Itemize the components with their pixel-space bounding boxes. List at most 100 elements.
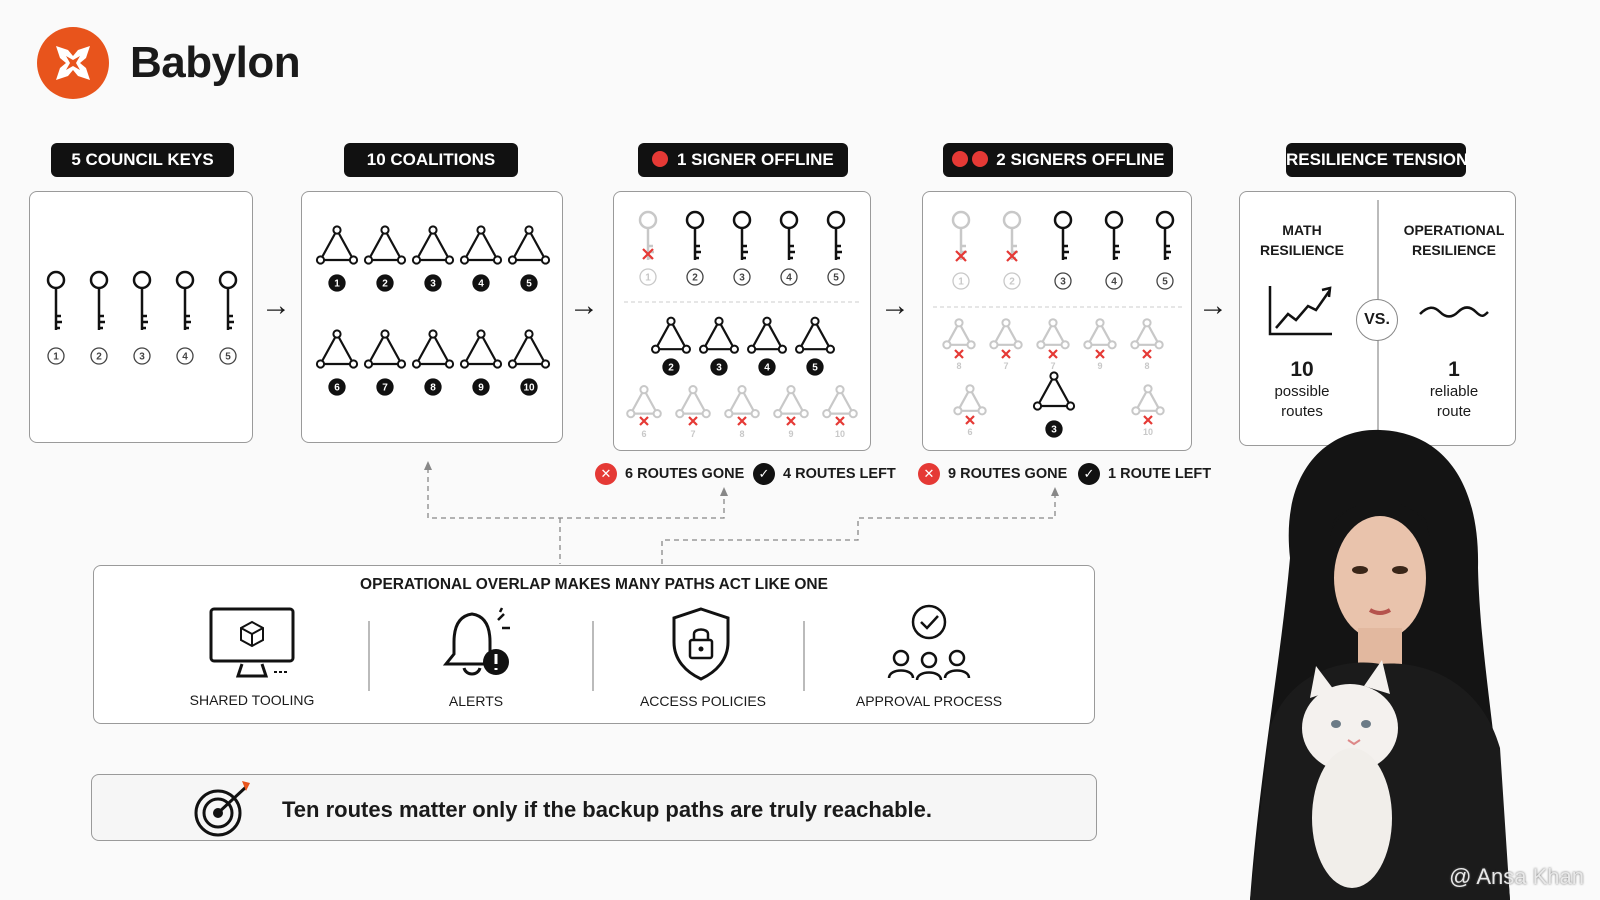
lost-coalition-icon <box>724 385 760 419</box>
coalition-number: 5 <box>526 279 532 290</box>
lost-coalition-number: 7 <box>1050 361 1055 371</box>
overlap-label-approval-process: APPROVAL PROCESS <box>855 693 1003 709</box>
target-arrow-icon <box>194 781 250 837</box>
key-number: 4 <box>786 273 792 284</box>
coalition-icon <box>699 316 740 354</box>
key-number: 4 <box>1111 277 1117 288</box>
step-pill-resilience: RESILIENCE TENSION <box>1286 143 1468 177</box>
key-icon <box>1104 210 1124 260</box>
lost-coalition-icon <box>1036 318 1070 350</box>
coalition-number-circle <box>328 274 346 292</box>
coalition-icon <box>315 329 359 369</box>
key-number-circle <box>1156 272 1174 290</box>
lost-x-icon <box>688 416 698 426</box>
key-number-circle <box>639 268 657 286</box>
step-label: 10 COALITIONS <box>366 150 496 169</box>
lost-x-icon <box>1001 349 1011 359</box>
lost-x-icon <box>835 416 845 426</box>
lost-coalition-number: 7 <box>1003 361 1008 371</box>
operational-resilience-value: 1 <box>1448 358 1460 381</box>
math-resilience-value: 10 <box>1290 358 1314 381</box>
offline-x-icon <box>642 248 654 260</box>
key-icon <box>175 270 195 330</box>
surviving-coalition-icon <box>1032 371 1076 411</box>
flow-arrow-icon: → <box>1198 289 1228 322</box>
takeaway-text: Ten routes matter only if the backup pat… <box>282 797 932 822</box>
lost-coalition-number: 8 <box>956 361 961 371</box>
babylon-logo-icon <box>37 27 109 99</box>
coalition-number-circle <box>472 274 490 292</box>
key-number: 2 <box>692 273 698 284</box>
coalition-number-circle <box>424 378 442 396</box>
offline-dot-icon <box>652 151 669 167</box>
lost-coalition-icon <box>773 385 809 419</box>
flow-arrow-icon: → <box>569 289 599 322</box>
lost-coalition-number: 6 <box>641 429 646 439</box>
coalition-icon <box>411 329 455 369</box>
lost-x-icon <box>1048 349 1058 359</box>
coalition-number: 3 <box>430 279 436 290</box>
key-number-circle <box>686 268 704 286</box>
overlap-label-shared-tooling: SHARED TOOLING <box>189 692 315 708</box>
coalition-icon <box>315 225 359 265</box>
status-text: 6 ROUTES GONE <box>625 466 745 482</box>
key-number: 2 <box>1009 277 1015 288</box>
x-circle-icon: ✕ <box>595 463 617 486</box>
lost-coalition-number: 10 <box>1143 427 1153 437</box>
coalition-number-circle <box>520 378 538 396</box>
x-circle-icon: ✕ <box>918 463 940 486</box>
key-number-circle <box>176 347 194 365</box>
status-text: 1 ROUTE LEFT <box>1108 466 1212 482</box>
coalition-number-circle <box>758 358 776 376</box>
shield-lock-icon <box>672 607 730 681</box>
lost-x-icon <box>639 416 649 426</box>
flow-arrow-icon: → <box>261 289 291 322</box>
coalition-icon <box>507 329 551 369</box>
lost-x-icon <box>954 349 964 359</box>
status-text: 9 ROUTES GONE <box>948 466 1068 482</box>
key-number-circle <box>733 268 751 286</box>
key-number-circle <box>133 347 151 365</box>
operational-overlap-panel: OPERATIONAL OVERLAP MAKES MANY PATHS ACT… <box>93 565 1095 724</box>
takeaway-banner: Ten routes matter only if the backup pat… <box>91 774 1097 841</box>
coalition-icon <box>507 225 551 265</box>
coalition-number: 6 <box>334 383 340 394</box>
lost-x-icon <box>1142 349 1152 359</box>
lost-x-icon <box>786 416 796 426</box>
overlap-title: OPERATIONAL OVERLAP MAKES MANY PATHS ACT… <box>360 576 828 593</box>
key-number: 3 <box>739 273 745 284</box>
key-number: 5 <box>225 352 231 363</box>
overlap-label-alerts: ALERTS <box>448 693 504 709</box>
offline-dot-icon <box>971 151 988 167</box>
key-number-circle <box>952 272 970 290</box>
step-pill-two-offline: 2 SIGNERS OFFLINE <box>943 143 1173 177</box>
lost-x-icon <box>1095 349 1105 359</box>
overlap-divider <box>592 621 594 691</box>
step-label: 2 SIGNERS OFFLINE <box>996 150 1165 169</box>
key-number-circle <box>47 347 65 365</box>
coalition-icon <box>651 316 692 354</box>
coalition-number: 4 <box>764 363 770 374</box>
key-icon <box>1155 210 1175 260</box>
lost-coalition-number: 6 <box>967 427 972 437</box>
step-label: 5 COUNCIL KEYS <box>71 150 214 169</box>
key-number: 1 <box>958 277 964 288</box>
coalition-number-circle <box>328 378 346 396</box>
coalition-number-circle <box>710 358 728 376</box>
step-label: 1 SIGNER OFFLINE <box>676 150 834 169</box>
key-icon <box>732 210 752 260</box>
flow-arrow-icon: → <box>880 289 910 322</box>
coalition-icon <box>795 316 835 354</box>
overlap-divider <box>803 621 805 691</box>
status-routes-gone-1: ✕ 6 ROUTES GONE <box>595 462 744 486</box>
